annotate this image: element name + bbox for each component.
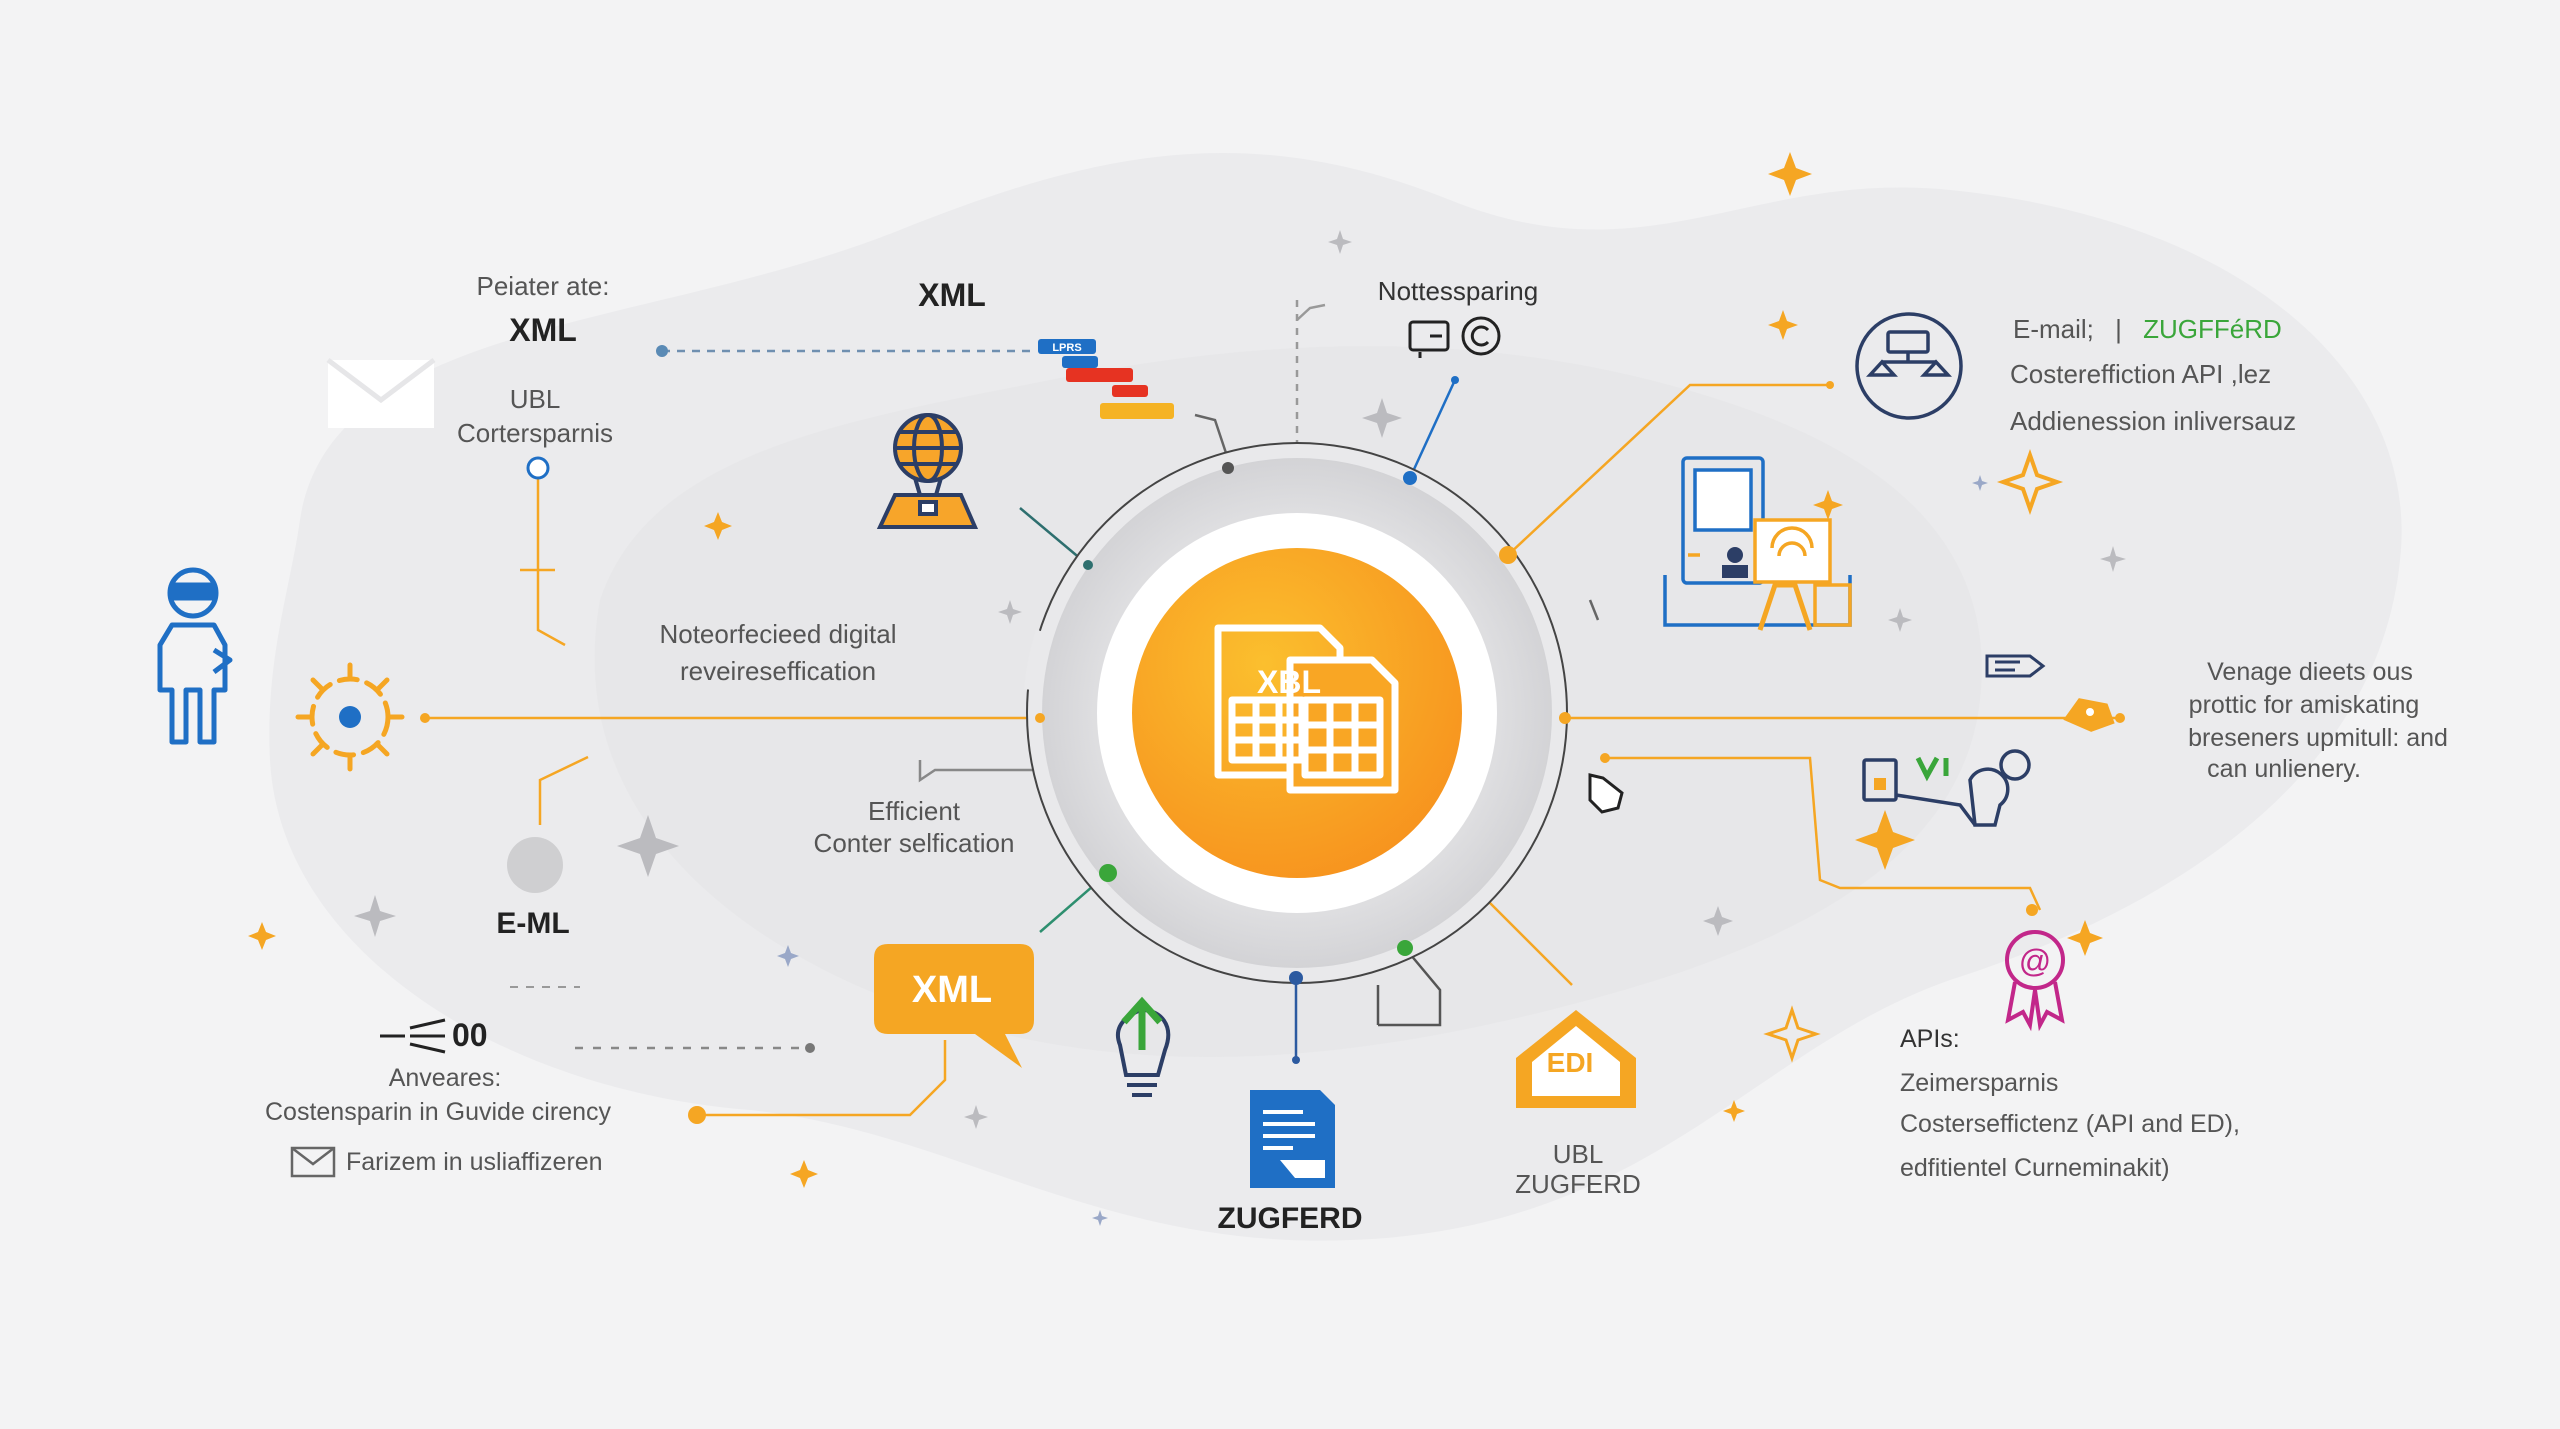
hub-label: XBL (1257, 664, 1321, 700)
right-mid-line3: breseners upmitull: and (2188, 724, 2448, 752)
envelope-small-icon (290, 1146, 336, 1178)
org-chart-icon (1855, 312, 1963, 420)
node-circle (526, 456, 550, 480)
top-left-savings: Cortersparnis (456, 418, 614, 448)
xml-bubble-label: XML (912, 969, 992, 1011)
xml-bubble-icon (874, 944, 1034, 1068)
right-mid-line1: Venage dieets ous (2207, 658, 2413, 686)
gray-node (507, 837, 563, 893)
sparkle-icon (248, 152, 2126, 1226)
zugferd-doc-label: ZUGFERD (1217, 1202, 1363, 1235)
award-icon: @ (2005, 930, 2065, 1032)
tag-stack-icon (1038, 339, 1174, 419)
bottom-left-line2: Costensparin in Guvide cirency (265, 1098, 611, 1126)
notes-label: Nottessparing (1377, 276, 1539, 306)
top-right-line1: E-mail; | ZUGFFéRD (2013, 313, 2282, 346)
speed-icon (380, 1018, 446, 1054)
document-icon (1250, 1090, 1335, 1188)
edi-house-icon (1516, 1010, 1636, 1108)
top-right-separator: | (2115, 314, 2122, 344)
right-mid-line2: prottic for amiskating (2188, 691, 2420, 719)
globe-stand-icon (876, 413, 979, 529)
top-right-line2-text: Costereffiction API ,lez (2010, 359, 2272, 389)
label-icon (1985, 654, 2046, 678)
top-right-line3: Addienession inliversauz (2010, 406, 2297, 436)
edi-line2: ZUGFERD (1515, 1169, 1641, 1199)
top-left-ubl: UBL (509, 384, 561, 414)
top-left-caption: Peiater ate: (476, 271, 610, 301)
bottom-right-line2: Zeimersparnis (1900, 1069, 2059, 1097)
edi-line1: UBL (1552, 1139, 1604, 1169)
efficient-line2: Conter selfication (813, 828, 1015, 858)
xml-top-label: XML (918, 277, 986, 313)
top-right-email: E-mail; (2013, 314, 2094, 344)
top-left-xml: XML (509, 312, 577, 348)
bottom-right-line3: Costerseffictenz (API and ED), (1900, 1110, 2240, 1138)
tag-stack-label: LPRS (1052, 342, 1081, 354)
bottom-right-line1: APIs: (1900, 1025, 1960, 1053)
eml-label: E-ML (496, 907, 570, 940)
bottom-left-line1: Anveares: (388, 1064, 502, 1092)
central-hub (1023, 438, 1624, 987)
bottom-left-counter: 00 (452, 1017, 488, 1053)
svg-text:@: @ (2019, 943, 2051, 979)
efficient-line1: Efficient (867, 796, 961, 826)
virus-icon (295, 662, 405, 772)
envelope-icon (326, 358, 436, 428)
lightbulb-icon (1116, 996, 1171, 1097)
devices-icon (1663, 456, 1852, 631)
left-mid-line1: Noteorfecieed digital (659, 619, 897, 649)
person-icon (157, 567, 233, 745)
connector-lines (420, 300, 2120, 1124)
tag-icon (2063, 698, 2125, 732)
documents-icon (1214, 624, 1399, 794)
hex-node-icon (1588, 773, 1624, 814)
bottom-left-line3: Farizem in usliaffizeren (346, 1148, 603, 1176)
top-right-line2: Costereffiction API ,lez (2010, 358, 2271, 391)
left-mid-line2: reveireseffication (679, 656, 877, 686)
monitor-icon (1408, 316, 1501, 358)
right-mid-line4: can unlienery. (2207, 755, 2361, 783)
network-icon (1862, 749, 2031, 827)
edi-icon-label: EDI (1547, 1047, 1594, 1078)
top-right-zugferd: ZUGFFéRD (2143, 314, 2282, 344)
bottom-right-line4: edfitientel Curneminakit) (1900, 1154, 2170, 1182)
